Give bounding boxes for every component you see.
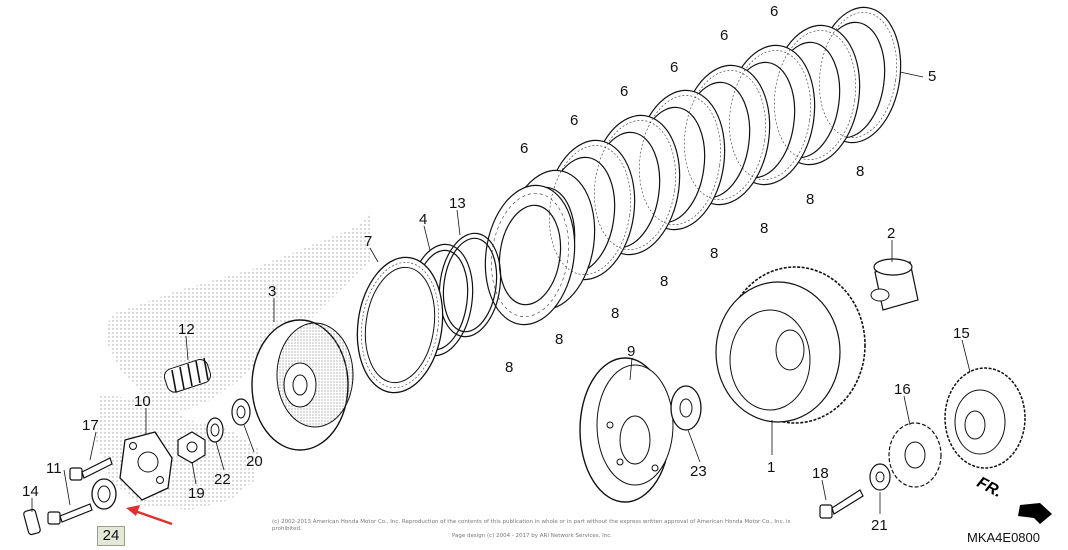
- part-labels: 1 2 3 4 5 6 6 6 6 6 6 7 8 8 8 8 8 8 8 9 …: [22, 3, 970, 534]
- part-17-bolt: [69, 457, 113, 481]
- label-part-6: 6: [670, 59, 678, 76]
- label-part-16: 16: [894, 381, 911, 398]
- label-part-20: 20: [246, 453, 263, 470]
- label-part-8: 8: [710, 245, 718, 262]
- label-part-23: 23: [690, 463, 707, 480]
- leader-lines: [31, 71, 971, 514]
- part-labels-extra: 6 8: [505, 0, 828, 376]
- label-part-8: 8: [806, 191, 814, 208]
- label-part-6: 6: [620, 83, 628, 100]
- part-23-thrust-washer: [670, 385, 702, 431]
- part-24-bearing: [91, 478, 117, 510]
- label-part-21: 21: [871, 517, 888, 534]
- part-12-clutch-spring: [163, 357, 212, 393]
- label-part-6: 6: [520, 140, 528, 157]
- part-20-washer: [231, 398, 251, 426]
- highlighted-part-box[interactable]: [97, 526, 125, 546]
- label-part-7: 7: [364, 233, 372, 250]
- part-1-clutch-outer: [715, 266, 866, 424]
- label-part-13: 13: [449, 195, 466, 212]
- label-part-10: 10: [134, 393, 151, 410]
- label-part-11: 11: [46, 460, 62, 477]
- label-part-6: 6: [570, 112, 578, 129]
- label-part-6: 6: [770, 3, 778, 20]
- part-19-nut: [177, 431, 206, 464]
- label-part-19: 19: [188, 485, 205, 502]
- label-part-12: 12: [178, 321, 195, 338]
- part-10-lifter-plate: [119, 431, 173, 501]
- label-part-22: 22: [214, 471, 231, 488]
- label-part-9: 9: [627, 343, 635, 360]
- highlight-arrow-icon: [126, 505, 173, 526]
- part-7-judder-plate: [356, 256, 444, 394]
- label-part-17: 17: [82, 417, 99, 434]
- label-part-5: 5: [928, 68, 936, 85]
- part-2-collar: [870, 258, 919, 311]
- label-part-6: 6: [720, 27, 728, 44]
- label-part-14: 14: [22, 483, 39, 500]
- label-part-8: 8: [660, 273, 668, 290]
- part-18-bolt: [819, 489, 864, 519]
- part-21-washer: [869, 463, 891, 491]
- front-direction-arrow-icon: [1018, 503, 1052, 524]
- clutch-disc-stack: [484, 6, 902, 326]
- part-14-pin: [23, 508, 41, 536]
- diagram-code: MKA4E0800: [967, 530, 1040, 545]
- label-part-15: 15: [953, 325, 970, 342]
- copyright-line-2: Page design (c) 2004 - 2017 by ARI Netwo…: [451, 533, 613, 539]
- label-part-24[interactable]: 24: [102, 527, 120, 544]
- label-part-18: 18: [812, 465, 829, 482]
- label-part-4: 4: [419, 211, 427, 228]
- label-part-1: 1: [767, 459, 775, 476]
- label-part-8: 8: [760, 220, 768, 237]
- label-part-6: 6: [820, 0, 828, 2]
- part-9-clutch-center: [579, 357, 674, 503]
- copyright-notice: (c) 2002-2013 American Honda Motor Co., …: [272, 519, 792, 540]
- label-part-2: 2: [887, 225, 895, 242]
- label-part-8: 8: [856, 163, 864, 180]
- part-16-gear: [888, 422, 942, 488]
- label-part-3: 3: [268, 283, 276, 300]
- copyright-line-1: (c) 2002-2013 American Honda Motor Co., …: [272, 519, 791, 532]
- part-3-pressure-plate: [251, 319, 354, 451]
- part-15-gear: [944, 367, 1026, 469]
- part-22-washer: [206, 417, 224, 443]
- label-part-8: 8: [505, 359, 513, 376]
- label-part-8: 8: [555, 331, 563, 348]
- part-11-bolt: [47, 503, 93, 525]
- label-part-8: 8: [611, 305, 619, 322]
